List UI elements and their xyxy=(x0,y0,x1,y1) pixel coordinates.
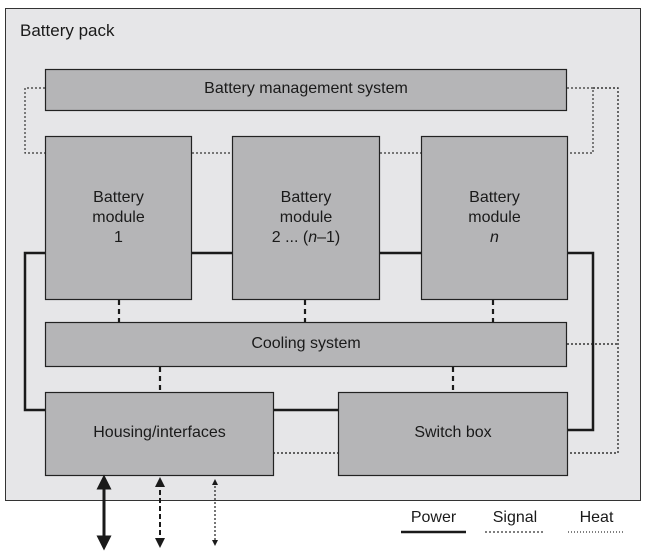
cooling-label: Cooling system xyxy=(251,335,361,352)
module-2-line-2: module xyxy=(279,209,333,226)
module-n-line-3: n xyxy=(490,229,499,246)
module-1-label: Battery module 1 xyxy=(45,188,192,248)
module-2-block xyxy=(231,135,381,301)
bms-block xyxy=(44,68,568,112)
module-1-line-3: 1 xyxy=(114,229,123,246)
module-n-line-2: module xyxy=(468,209,521,226)
switch-box-label: Switch box xyxy=(414,424,492,441)
module-2-line-1: Battery xyxy=(280,189,332,206)
module-2-range-start: 2 ... ( xyxy=(271,229,309,246)
legend-power-label: Power xyxy=(410,509,457,526)
module-2-n: n xyxy=(308,229,318,246)
housing-label: Housing/interfaces xyxy=(93,424,226,441)
module-2-line-3: 2 ... (n–1) xyxy=(232,228,380,248)
module-2-range-end: –1) xyxy=(317,229,341,246)
module-2-label: Battery module 2 ... (n–1) xyxy=(232,188,380,248)
power-lines xyxy=(23,251,595,432)
module-n-line-1: Battery xyxy=(469,189,520,206)
module-1-block xyxy=(44,135,193,301)
module-1-line-2: module xyxy=(92,209,145,226)
housing-block xyxy=(44,391,275,477)
module-1-line-1: Battery xyxy=(93,189,144,206)
legend-heat-label: Heat xyxy=(579,509,614,526)
module-n-block xyxy=(420,135,569,301)
bms-label: Battery management system xyxy=(204,80,408,97)
cooling-links xyxy=(117,300,495,392)
pack-title: Battery pack xyxy=(20,21,115,40)
cooling-block xyxy=(44,321,568,368)
switch-box-block xyxy=(337,391,569,477)
legend-signal-label: Signal xyxy=(492,509,538,526)
module-n-label: Battery module n xyxy=(421,188,568,248)
